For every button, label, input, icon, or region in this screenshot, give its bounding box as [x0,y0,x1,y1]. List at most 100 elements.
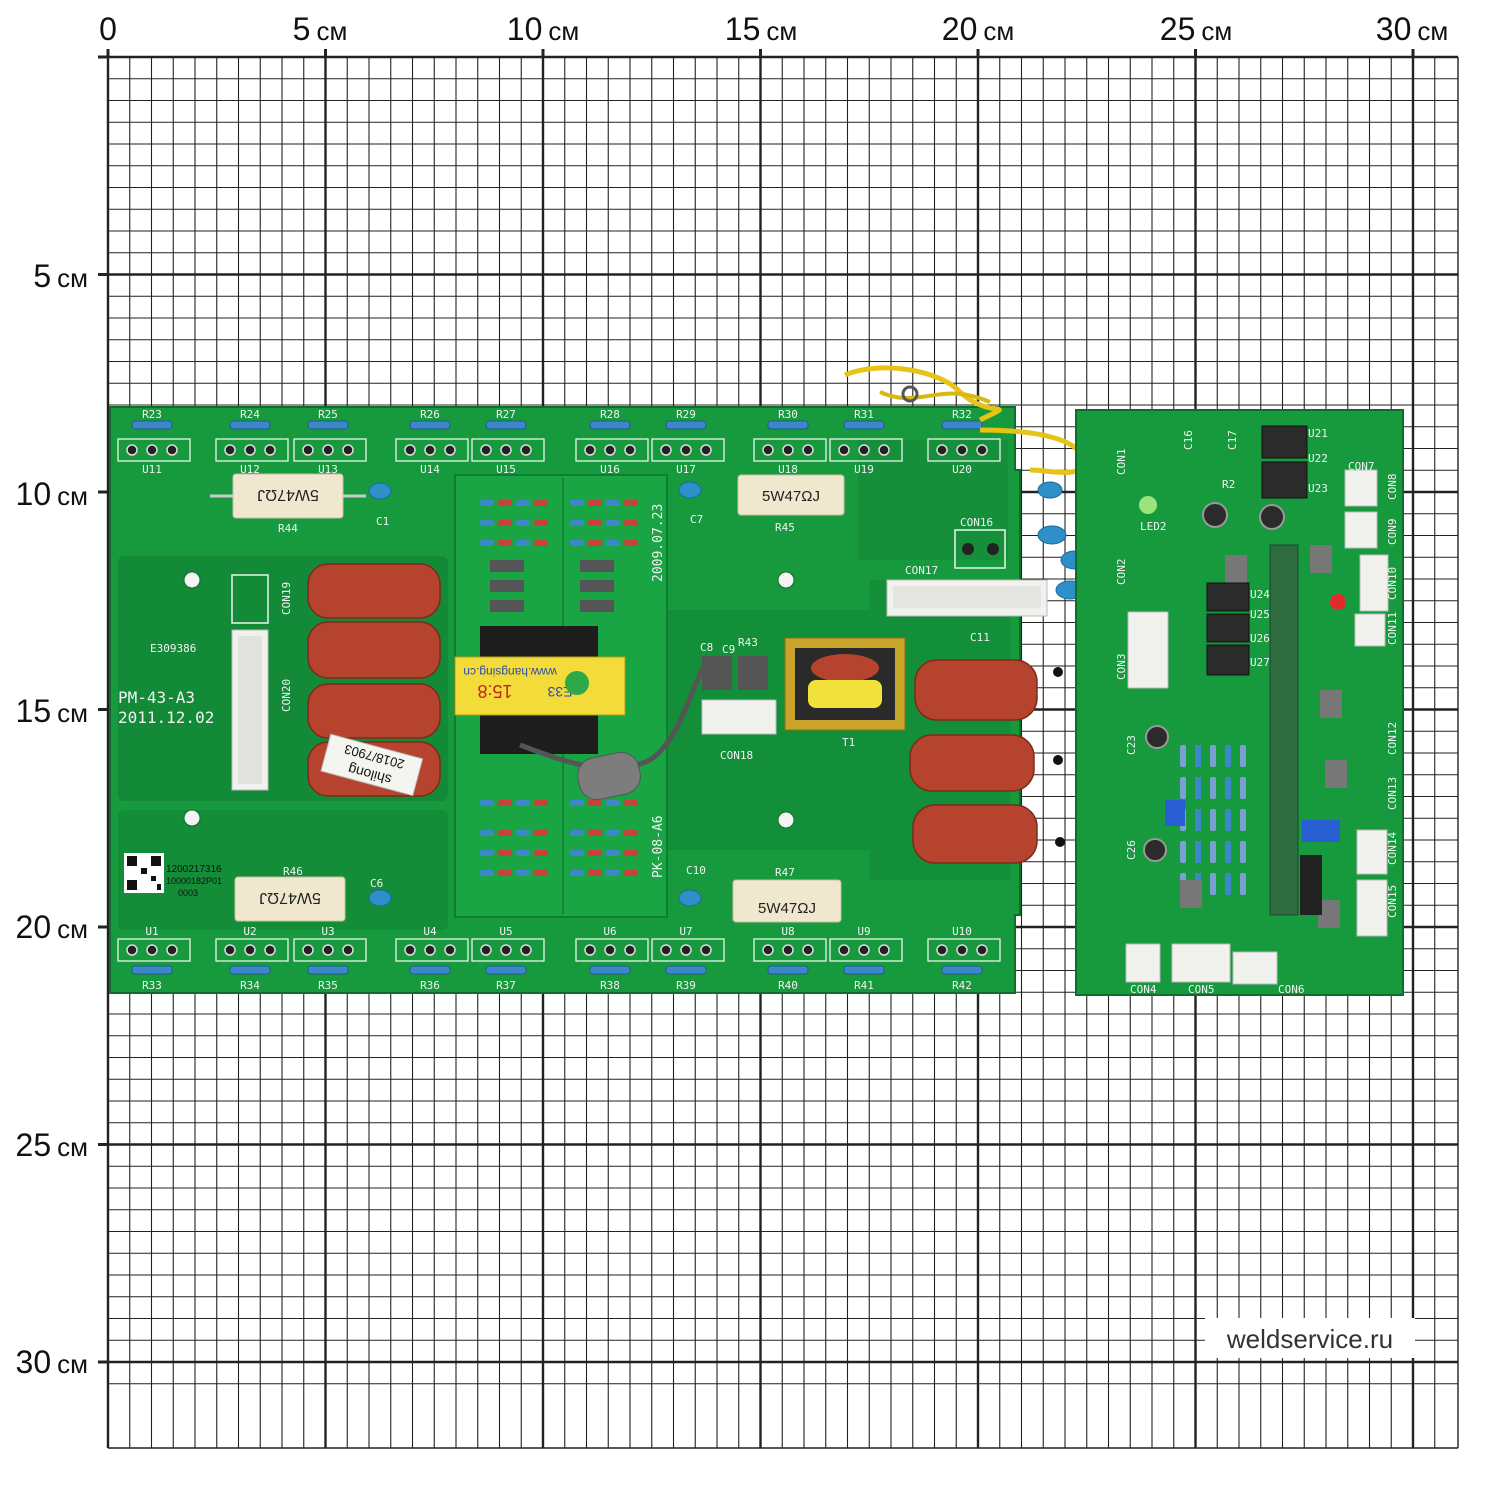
small-component [534,500,548,506]
transistor-label: U7 [679,925,692,938]
resistor-top: R31 [843,408,885,430]
svg-text:U22: U22 [1308,452,1328,465]
svg-text:CON10: CON10 [1386,567,1399,600]
small-component [534,850,548,856]
transistor-pads-top: U12 [215,438,289,476]
control-designators: CON1 CON2 CON3 CON4 CON5 CON6 CON7 CON8 … [1115,427,1399,996]
svg-text:R45: R45 [775,521,795,534]
resistor-label: R41 [854,979,874,992]
transistor-label: U18 [778,463,798,476]
svg-text:C6: C6 [370,877,383,890]
resistor-bottom: R36 [409,965,451,992]
svg-text:CON19: CON19 [280,582,293,615]
svg-text:CON16: CON16 [960,516,993,529]
resistor-smd [1210,873,1216,895]
small-component [570,520,584,526]
resistor-label: R34 [240,979,260,992]
transistor-label: U17 [676,463,696,476]
resistor-smd [1225,777,1231,799]
resistor-label: R35 [318,979,338,992]
top-resistor-row: R23U11R24U12R25U13R26U14R27U15R28U16R29U… [117,408,1001,476]
resistor-top: R32 [941,408,983,430]
transistor-label: U16 [600,463,620,476]
svg-text:5W47ΩJ: 5W47ΩJ [762,488,820,505]
resistor-label: R26 [420,408,440,421]
small-component [570,540,584,546]
svg-text:CON3: CON3 [1115,654,1128,681]
resistor-top: R25 [307,408,349,430]
svg-text:U26: U26 [1250,632,1270,645]
resistor-smd [1240,745,1246,767]
svg-text:R43: R43 [738,636,758,649]
black-screw-posts [1053,667,1065,847]
connector-con20 [231,629,269,791]
voltage-regulators [1206,425,1308,676]
svg-text:CON4: CON4 [1130,983,1157,996]
smd-part [1325,760,1347,788]
daughter-model-label: PK-08-A6 [651,815,666,878]
trimmer-pot [1165,800,1185,826]
resistor-label: R25 [318,408,338,421]
svg-text:C11: C11 [970,631,990,644]
batch-sticker: shilong 2018/7903 [320,733,424,797]
small-component [624,870,638,876]
smd-part [1180,880,1202,908]
resistor-label: R29 [676,408,696,421]
small-component [588,520,602,526]
small-component [498,830,512,836]
bottom-resistor-row: U1R33U2R34U3R35U4R36U5R37U6R38U7R39U8R40… [117,925,1001,992]
resistor-smd [1225,841,1231,863]
small-component [516,500,530,506]
svg-text:U25: U25 [1250,608,1270,621]
transistor-label: U11 [142,463,162,476]
svg-text:CON5: CON5 [1188,983,1215,996]
svg-text:R2: R2 [1222,478,1235,491]
transformer-t1 [784,637,906,731]
small-component [570,850,584,856]
connector-con19 [231,574,269,624]
daughter-components [480,500,638,876]
resistor-smd [1210,745,1216,767]
svg-text:R44: R44 [278,522,298,535]
small-component [480,800,494,806]
transistor-pads-top: U19 [829,438,903,476]
small-component [480,540,494,546]
small-component [516,830,530,836]
svg-text:C16: C16 [1182,430,1195,450]
svg-text:CON11: CON11 [1386,612,1399,645]
small-component [624,850,638,856]
resistor-label: R30 [778,408,798,421]
pin-header-strip [1269,544,1299,916]
transistor-label: U1 [145,925,158,938]
daughter-date-label: 2009.07.23 [651,504,666,582]
resistor-smd [1240,873,1246,895]
transistor-pads-bottom: U8 [753,925,827,962]
small-component [498,540,512,546]
resistor-smd [1180,745,1186,767]
resistor-bottom: R37 [485,965,527,992]
small-component [624,830,638,836]
ul-code-label: E309386 [150,642,196,655]
small-component [498,520,512,526]
transistor-pads-top: U15 [471,438,545,476]
small-component [534,830,548,836]
resistor-label: R38 [600,979,620,992]
electrolytic-caps [1143,502,1285,862]
svg-text:C1: C1 [376,515,389,528]
transistor-label: U5 [499,925,512,938]
resistor-bottom: R40 [767,965,809,992]
svg-text:R46: R46 [283,865,303,878]
resistor-smd [1210,777,1216,799]
resistor-smd [1240,777,1246,799]
small-component [588,850,602,856]
resistor-smd [1240,841,1246,863]
misc-designators: R44 C1 C7 R45 CON16 CON17 CON19 CON20 C8… [278,513,993,890]
resistor-label: R28 [600,408,620,421]
smd-part [1318,900,1340,928]
